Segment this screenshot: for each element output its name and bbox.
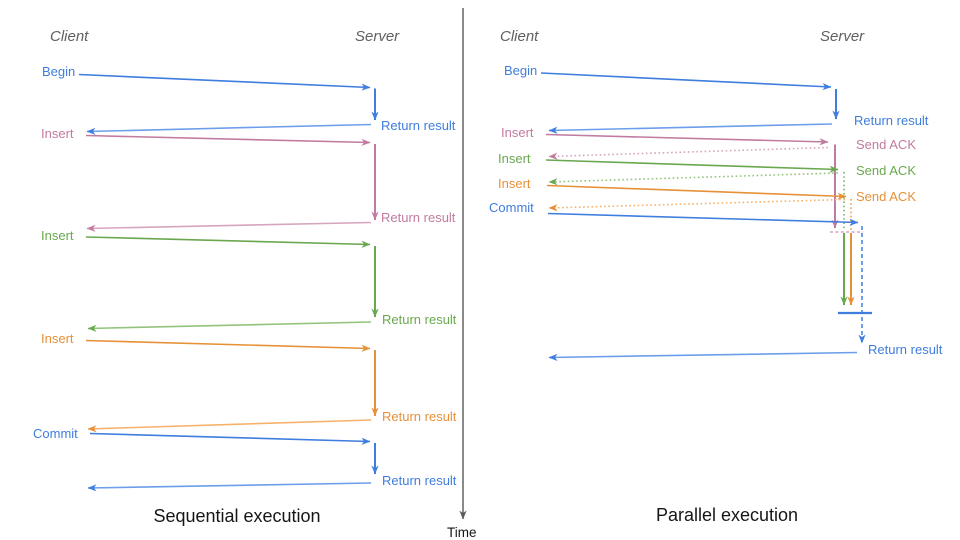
response-label: Return result — [382, 473, 457, 488]
time-axis: Time — [447, 8, 477, 540]
par-step-insert-1: Insert Send ACK — [501, 125, 916, 233]
par-step-commit: Commit Return result — [489, 200, 943, 361]
response-label: Return result — [381, 118, 456, 133]
sequential-panel: Client Server Begin Return result Insert… — [33, 28, 457, 526]
response-line — [87, 321, 372, 332]
client-lifeline-header: Client — [500, 28, 539, 45]
request-label: Commit — [489, 200, 534, 215]
request-label: Insert — [498, 151, 531, 166]
seq-step-commit: Commit Return result — [33, 426, 457, 492]
ack-label: Send ACK — [856, 163, 916, 178]
seq-step-begin: Begin Return result — [42, 64, 456, 135]
response-line — [548, 351, 858, 361]
request-label: Insert — [41, 228, 74, 243]
ack-line — [548, 172, 839, 186]
par-step-begin: Begin Return result — [504, 63, 929, 134]
request-line — [547, 212, 859, 226]
ack-line — [548, 198, 846, 212]
response-line — [548, 123, 833, 134]
parallel-panel: Client Server Begin Return result Insert… — [489, 28, 943, 525]
ack-line — [548, 146, 829, 160]
response-label: Return result — [868, 342, 943, 357]
seq-step-insert-1: Insert Return result — [41, 126, 456, 232]
request-line — [545, 133, 829, 146]
response-line — [87, 482, 372, 492]
ack-label: Send ACK — [856, 137, 916, 152]
seq-step-insert-2: Insert Return result — [41, 228, 457, 332]
request-line — [85, 134, 371, 146]
request-label: Begin — [42, 64, 75, 79]
request-line — [545, 159, 839, 173]
response-line — [86, 123, 372, 135]
response-label: Return result — [382, 409, 457, 424]
seq-step-insert-3: Insert Return result — [41, 331, 457, 433]
par-step-insert-2: Insert Send ACK — [498, 151, 916, 306]
request-label: Insert — [501, 125, 534, 140]
request-line — [85, 236, 371, 248]
request-line — [546, 184, 847, 200]
request-line — [78, 73, 371, 91]
response-label: Return result — [382, 312, 457, 327]
request-line — [85, 339, 371, 352]
par-step-insert-3: Insert Send ACK — [498, 176, 916, 306]
response-line — [87, 419, 372, 433]
request-line — [540, 72, 832, 91]
response-line — [86, 221, 372, 232]
panel-title: Sequential execution — [153, 506, 320, 526]
client-lifeline-header: Client — [50, 28, 89, 45]
time-axis-label: Time — [447, 525, 477, 540]
panel-title: Parallel execution — [656, 505, 798, 525]
server-lifeline-header: Server — [355, 28, 400, 45]
response-label: Return result — [381, 210, 456, 225]
request-label: Commit — [33, 426, 78, 441]
request-label: Begin — [504, 63, 537, 78]
server-lifeline-header: Server — [820, 28, 865, 45]
response-label: Return result — [854, 113, 929, 128]
request-label: Insert — [41, 331, 74, 346]
request-label: Insert — [41, 126, 74, 141]
request-line — [89, 432, 371, 445]
ack-label: Send ACK — [856, 189, 916, 204]
request-label: Insert — [498, 176, 531, 191]
